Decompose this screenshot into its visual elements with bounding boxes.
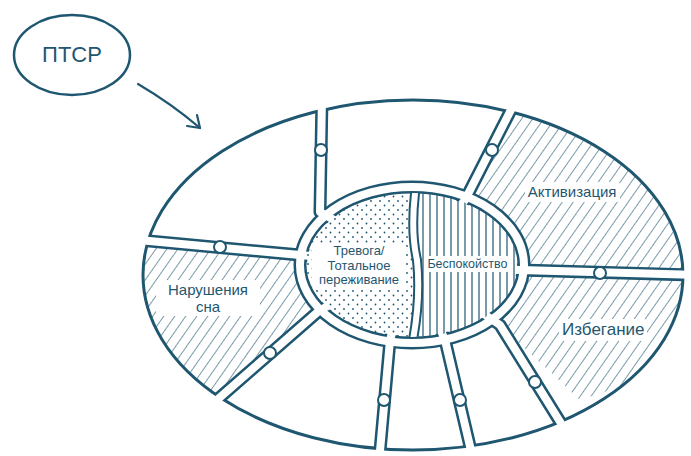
puzzle-piece: Избегание bbox=[559, 319, 648, 341]
puzzle-core-piece: Тревога/ Тотальное переживание bbox=[312, 243, 406, 290]
ptsd-oval: ПТСР bbox=[12, 13, 132, 97]
node-label: Тревога/ Тотальное переживание bbox=[312, 243, 406, 290]
node-label: Избегание bbox=[559, 319, 647, 341]
node-label: Беспокойство bbox=[424, 256, 510, 272]
node-label: Нарушения сна bbox=[156, 280, 260, 317]
node-label: Активизация bbox=[525, 182, 620, 201]
puzzle-piece: Активизация bbox=[525, 182, 620, 201]
puzzle-piece: Нарушения сна bbox=[156, 280, 260, 317]
node-label: ПТСР bbox=[39, 41, 105, 68]
puzzle-core-piece: Беспокойство bbox=[424, 256, 511, 272]
